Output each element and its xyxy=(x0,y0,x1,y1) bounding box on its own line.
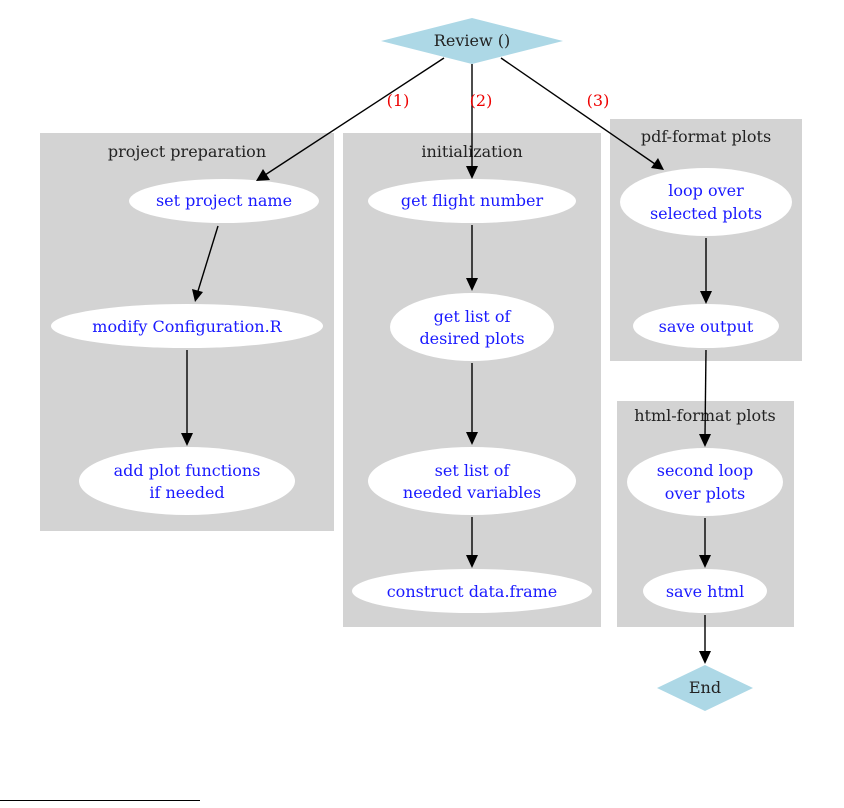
node-label-line2: over plots xyxy=(665,484,746,503)
node-save-html: save html xyxy=(643,569,767,613)
node-label-line1: loop over xyxy=(668,181,744,200)
edge-review-to-project xyxy=(264,57,445,176)
end-diamond xyxy=(657,665,753,711)
node-construct-data-frame: construct data.frame xyxy=(352,569,592,613)
node-label-line2: if needed xyxy=(149,483,224,502)
node-label-line2: needed variables xyxy=(403,483,541,502)
node-shape xyxy=(390,293,554,361)
node-label-line1: second loop xyxy=(657,461,754,480)
start-diamond xyxy=(381,18,563,64)
edge-pdf-to-html xyxy=(704,349,707,437)
node-label-line1: get list of xyxy=(434,307,512,326)
arrowhead xyxy=(466,278,478,291)
edge-project-1-2 xyxy=(197,225,219,292)
node-shape xyxy=(368,179,576,223)
node-shape xyxy=(368,447,576,515)
edges xyxy=(181,57,712,664)
end-label: End xyxy=(689,678,721,697)
node-shape xyxy=(51,304,323,348)
arrowhead xyxy=(256,169,270,181)
end-node: End xyxy=(657,665,753,711)
node-label: modify Configuration.R xyxy=(92,317,282,336)
node-save-output: save output xyxy=(633,304,779,348)
edge-label-3: (3) xyxy=(587,91,610,110)
node-second-loop-over-plots: second loop over plots xyxy=(627,448,783,516)
node-label: get flight number xyxy=(401,191,544,210)
node-shape xyxy=(620,168,792,236)
arrowhead xyxy=(699,434,711,447)
node-label: save output xyxy=(659,317,754,336)
node-label-line2: selected plots xyxy=(650,204,762,223)
arrowhead xyxy=(466,432,478,445)
edge-review-to-pdf xyxy=(500,57,656,165)
arrowhead xyxy=(192,289,203,302)
start-label: Review () xyxy=(434,31,510,50)
arrowhead xyxy=(466,555,478,568)
cluster-project-preparation-title: project preparation xyxy=(108,142,266,161)
node-label: construct data.frame xyxy=(387,582,558,601)
node-set-project-name: set project name xyxy=(129,179,319,223)
node-loop-over-selected-plots: loop over selected plots xyxy=(620,168,792,236)
node-shape xyxy=(129,179,319,223)
arrowhead xyxy=(651,158,664,170)
node-get-list-of-desired-plots: get list of desired plots xyxy=(390,293,554,361)
node-shape xyxy=(633,304,779,348)
arrowhead xyxy=(466,166,478,179)
node-modify-configuration: modify Configuration.R xyxy=(51,304,323,348)
node-label: save html xyxy=(666,582,744,601)
node-get-flight-number: get flight number xyxy=(368,179,576,223)
edge-label-1: (1) xyxy=(387,91,410,110)
arrowhead xyxy=(699,651,711,664)
start-node: Review () xyxy=(381,18,563,64)
cluster-pdf-plots-title: pdf-format plots xyxy=(641,127,771,146)
node-label: set project name xyxy=(156,191,292,210)
node-set-list-of-needed-variables: set list of needed variables xyxy=(368,447,576,515)
node-shape xyxy=(352,569,592,613)
node-label-line2: desired plots xyxy=(419,329,524,348)
arrowhead xyxy=(700,291,712,304)
edge-label-2: (2) xyxy=(470,91,493,110)
footnote-rule xyxy=(0,800,200,801)
node-label-line1: set list of xyxy=(435,461,511,480)
node-add-plot-functions: add plot functions if needed xyxy=(79,447,295,515)
node-label-line1: add plot functions xyxy=(114,461,261,480)
node-shape xyxy=(79,447,295,515)
node-shape xyxy=(643,569,767,613)
arrowhead xyxy=(181,433,193,446)
arrowhead xyxy=(699,555,711,568)
node-shape xyxy=(627,448,783,516)
